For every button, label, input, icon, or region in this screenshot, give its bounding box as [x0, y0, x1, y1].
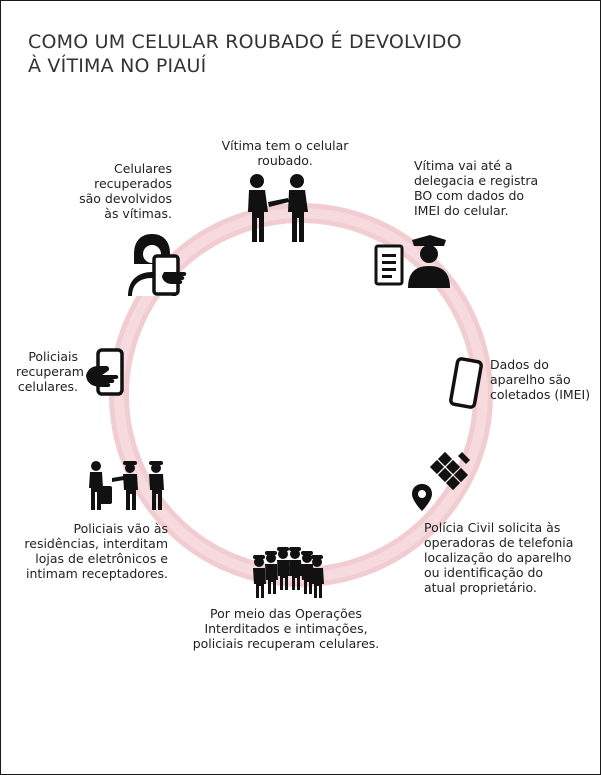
- step-5-text: Por meio das Operações Interditados e in…: [176, 606, 396, 651]
- step-6-line: lojas de eletrônicos e: [35, 551, 168, 566]
- step-6-line: residências, interditam: [24, 536, 168, 551]
- step-8-line: às vítimas.: [104, 206, 172, 221]
- step-2-line: Vítima vai até a: [414, 158, 513, 173]
- step-7-line: celulares.: [17, 379, 78, 394]
- woman-with-phone-icon: [128, 234, 187, 296]
- step-1-line: Vítima tem o celular: [221, 138, 349, 153]
- step-3-line: Dados do: [490, 357, 549, 372]
- step-5-line: policiais recuperam celulares.: [192, 636, 380, 651]
- step-4-line: ou identificação do: [424, 565, 544, 580]
- step-4-line: atual proprietário.: [424, 580, 537, 595]
- step-4-line: operadoras de telefonia: [424, 535, 574, 550]
- police-group-icon: [253, 547, 324, 598]
- step-2-line: BO com dados do: [414, 188, 525, 203]
- title-line-2: À VÍTIMA NO PIAUÍ: [28, 55, 207, 77]
- step-7-line: recuperam: [16, 364, 84, 379]
- step-7-line: Policiais: [28, 349, 78, 364]
- step-3-text: Dados do aparelho são coletados (IMEI): [490, 357, 600, 402]
- police-officer-document-icon: [374, 235, 450, 288]
- step-8-line: Celulares: [113, 161, 172, 176]
- two-people-theft-icon: [248, 174, 308, 242]
- page-title: COMO UM CELULAR ROUBADO É DEVOLVIDO À VÍ…: [28, 30, 568, 78]
- step-4-text: Polícia Civil solicita às operadoras de …: [424, 520, 594, 595]
- step-7-text: Policiais recuperam celulares.: [16, 349, 84, 394]
- step-5-line: Interditados e intimações,: [204, 621, 368, 636]
- hand-holding-phone-icon: [86, 348, 124, 396]
- step-8-line: são devolvidos: [79, 191, 172, 206]
- step-1-line: roubado.: [257, 153, 313, 168]
- step-8-text: Celulares recuperados são devolvidos às …: [62, 161, 172, 221]
- step-5-line: Por meio das Operações: [210, 606, 362, 621]
- smartphone-icon: [449, 357, 483, 409]
- step-3-line: aparelho são: [490, 372, 571, 387]
- step-2-line: delegacia e registra: [414, 173, 539, 188]
- step-6-line: intimam receptadores.: [26, 566, 168, 581]
- step-1-text: Vítima tem o celular roubado.: [205, 138, 365, 168]
- step-2-line: IMEI do celular.: [414, 203, 509, 218]
- satellite-location-icon: [412, 451, 470, 511]
- step-4-line: Polícia Civil solicita às: [424, 520, 561, 535]
- step-3-line: coletados (IMEI): [490, 387, 591, 402]
- police-officers-suspect-icon: [89, 461, 164, 510]
- step-2-text: Vítima vai até a delegacia e registra BO…: [414, 158, 564, 218]
- step-4-line: localização do aparelho: [424, 550, 572, 565]
- step-6-line: Policiais vão às: [73, 521, 168, 536]
- step-8-line: recuperados: [94, 176, 172, 191]
- title-line-1: COMO UM CELULAR ROUBADO É DEVOLVIDO: [28, 31, 462, 53]
- step-6-text: Policiais vão às residências, interditam…: [22, 521, 168, 581]
